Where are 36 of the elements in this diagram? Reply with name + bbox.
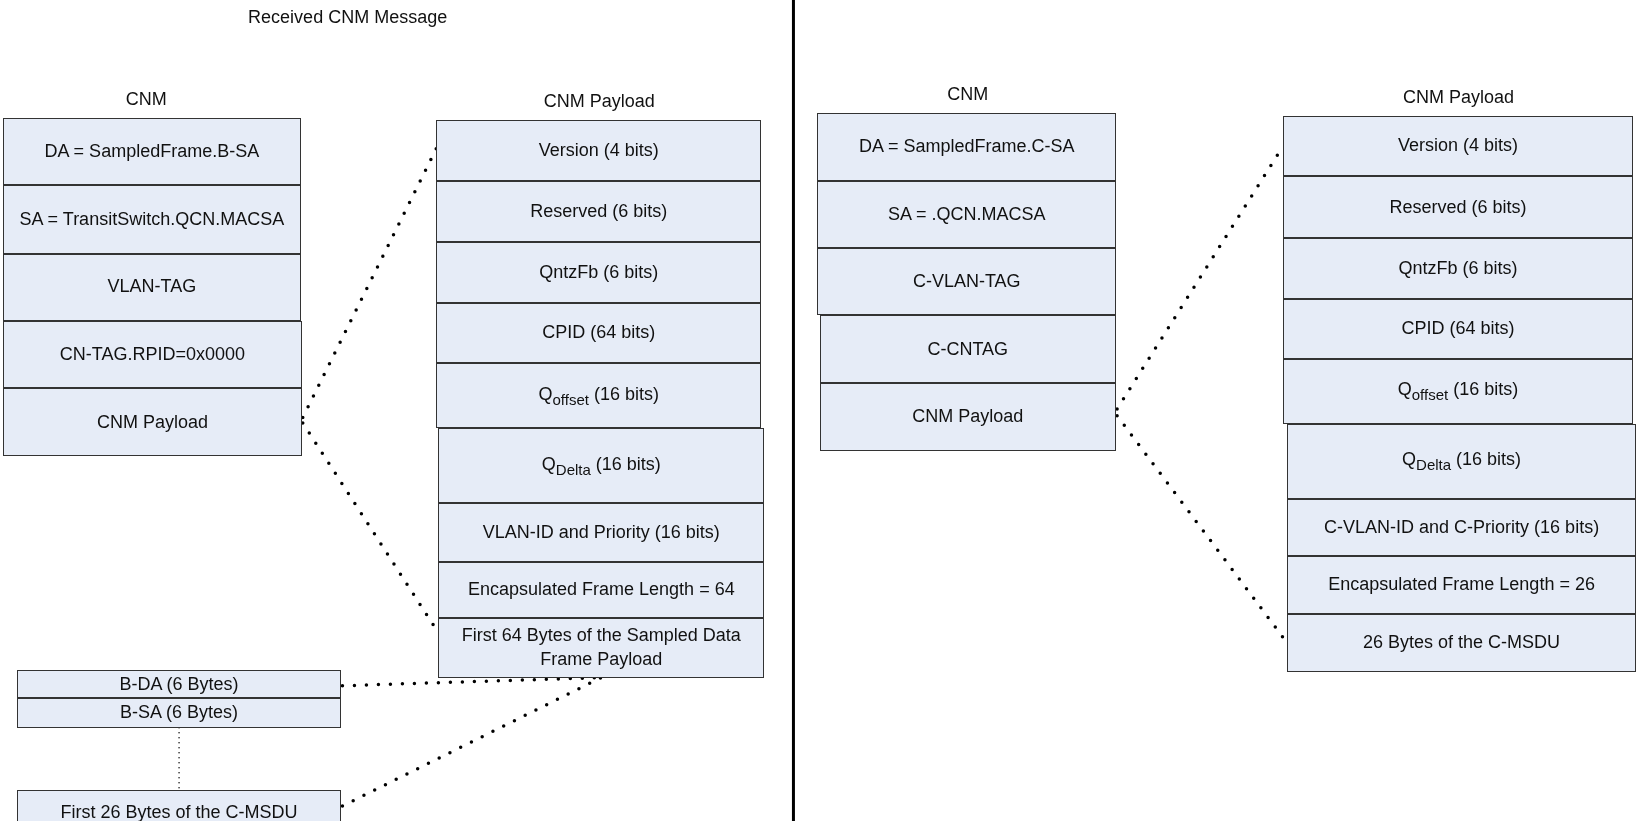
frame-field: CPID (64 bits) bbox=[1283, 298, 1633, 360]
frame-field: C-VLAN-ID and C-Priority (16 bits) bbox=[1287, 499, 1636, 557]
frame-field: Version (4 bits) bbox=[1283, 115, 1633, 177]
frame-field: 26 Bytes of the C-MSDU bbox=[1287, 613, 1636, 673]
frame-field: C-VLAN-TAG bbox=[817, 248, 1117, 316]
frame-field: CN-TAG.RPID=0x0000 bbox=[3, 320, 302, 389]
frame-field: Reserved (6 bits) bbox=[1283, 176, 1633, 238]
column-heading: CNM bbox=[125, 88, 167, 110]
diagram-title: Received CNM Message bbox=[248, 7, 448, 29]
frame-field: SA = TransitSwitch.QCN.MACSA bbox=[3, 184, 301, 254]
frame-field: Reserved (6 bits) bbox=[436, 180, 762, 243]
frame-field: VLAN-TAG bbox=[3, 253, 301, 321]
column-heading: CNM Payload bbox=[1402, 86, 1514, 108]
column-heading: CNM bbox=[947, 83, 989, 105]
frame-field: Q$_{offset}$ (16 bits) bbox=[1283, 359, 1633, 424]
frame-field: CPID (64 bits) bbox=[436, 302, 762, 364]
frame-field: SA = .QCN.MACSA bbox=[817, 180, 1117, 249]
frame-field: Version (4 bits) bbox=[436, 120, 762, 181]
frame-field: QntzFb (6 bits) bbox=[1283, 238, 1633, 299]
frame-field: B-SA (6 Bytes) bbox=[16, 698, 342, 728]
frame-field: DA = SampledFrame.C-SA bbox=[817, 112, 1117, 181]
frame-field: Q$_{offset}$ (16 bits) bbox=[436, 363, 762, 429]
frame-field: Q$_{Delta}$ (16 bits) bbox=[438, 428, 765, 504]
frame-field: First 64 Bytes of the Sampled Data Frame Payload bbox=[438, 618, 765, 678]
frame-field: QntzFb (6 bits) bbox=[436, 242, 762, 303]
frame-field: CNM Payload bbox=[3, 388, 302, 457]
frame-field: Encapsulated Frame Length = 26 bbox=[1287, 556, 1636, 614]
frame-field: CNM Payload bbox=[819, 383, 1116, 451]
column-heading: CNM Payload bbox=[543, 90, 655, 112]
frame-field: Q$_{Delta}$ (16 bits) bbox=[1287, 423, 1636, 499]
frame-field: C-CNTAG bbox=[819, 315, 1116, 384]
frame-field: First 26 Bytes of the C-MSDU bbox=[16, 790, 342, 821]
frame-field: B-DA (6 Bytes) bbox=[16, 670, 342, 699]
frame-field: DA = SampledFrame.B-SA bbox=[3, 117, 301, 185]
frame-field: VLAN-ID and Priority (16 bits) bbox=[438, 503, 765, 562]
frame-field: Encapsulated Frame Length = 64 bbox=[438, 561, 765, 619]
